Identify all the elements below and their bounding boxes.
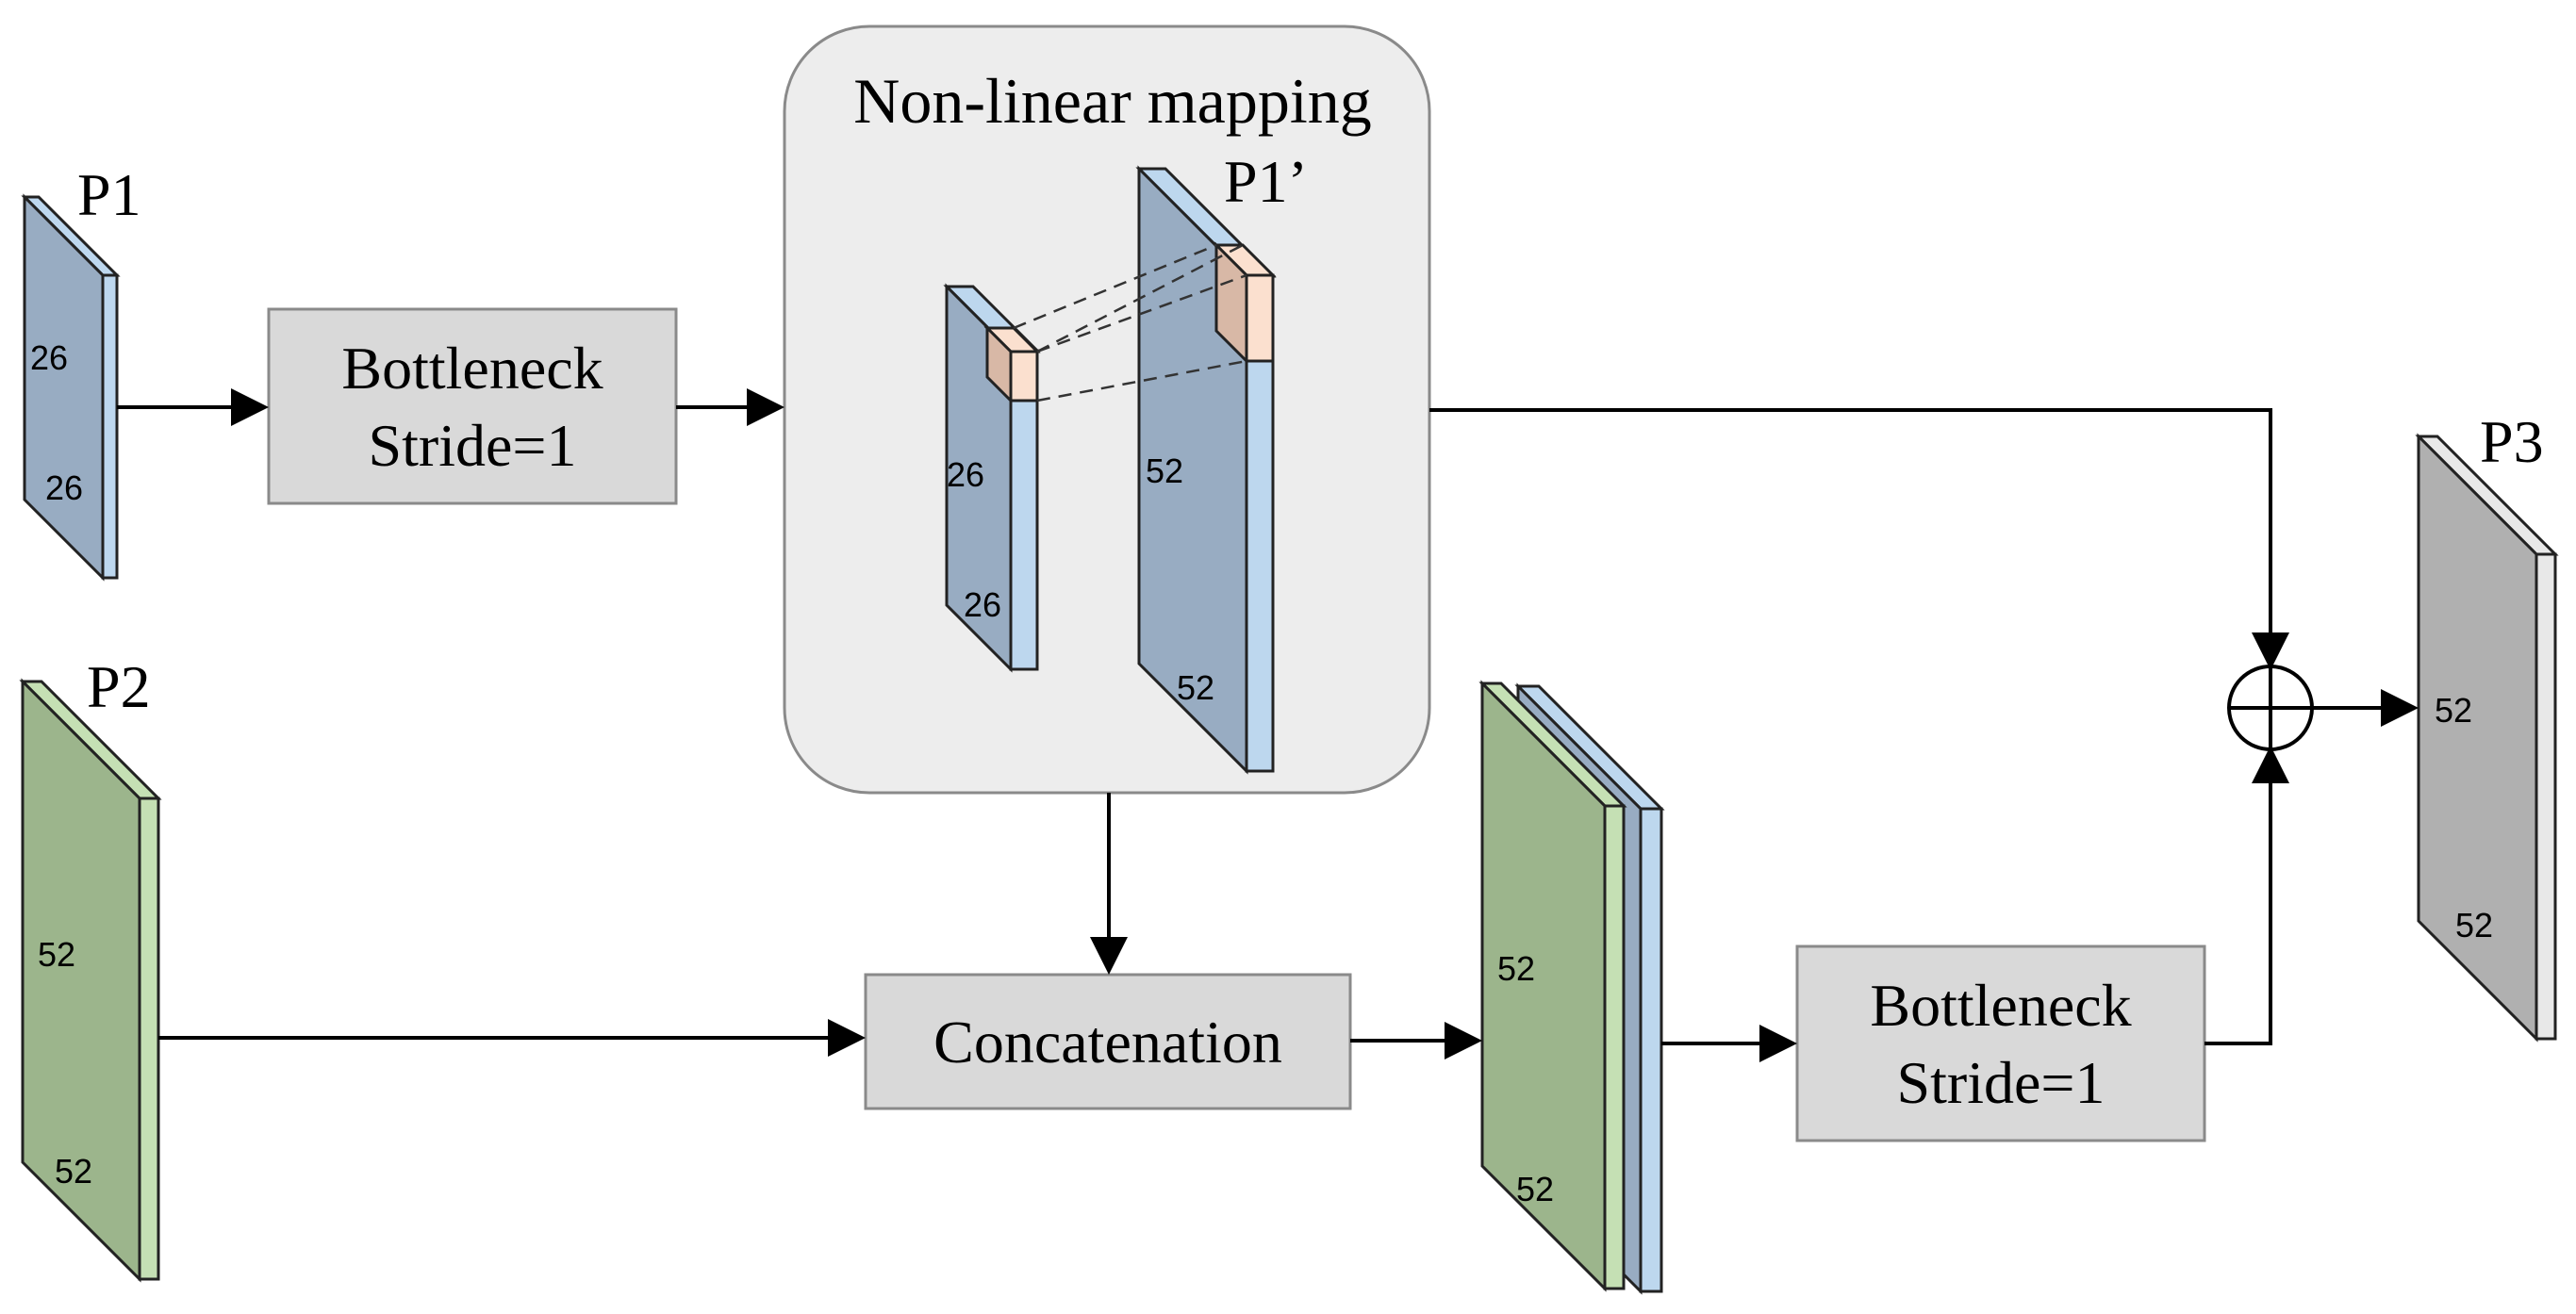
p3-face: [2417, 433, 2538, 1043]
elementwise-sum-icon: [2227, 665, 2314, 751]
nonlinear-mapping-title: Non-linear mapping: [853, 65, 1372, 137]
concat-dim-w: 52: [1516, 1170, 1554, 1208]
p1-face: [23, 193, 105, 582]
p1-dim-w: 26: [45, 468, 83, 507]
concat-dim-h: 52: [1497, 949, 1535, 988]
p1-prime-dim-w: 52: [1177, 668, 1214, 707]
p1-label: P1: [77, 161, 141, 228]
inner-small-kernel-cube: [983, 324, 1041, 404]
feature-map-p3: [2415, 433, 2559, 1043]
bottleneck-bottom-line2: Stride=1: [1897, 1049, 2105, 1116]
p3-dim-w: 52: [2455, 906, 2493, 944]
bottleneck-top-block: Bottleneck Stride=1: [267, 307, 678, 505]
p1-prime-label: P1’: [1224, 148, 1308, 215]
feature-map-p2: [19, 678, 162, 1283]
p3-dim-h: 52: [2435, 691, 2472, 730]
large-cube-side: [1245, 273, 1275, 363]
concatenation-block: Concatenation: [864, 973, 1352, 1110]
bottleneck-bottom-line1: Bottleneck: [1870, 972, 2131, 1039]
concat-green-side: [1603, 804, 1626, 1290]
arrow-mapping-to-sum: [1429, 408, 2289, 670]
bottleneck-bottom-block: Bottleneck Stride=1: [1795, 944, 2206, 1142]
projection-line-3: [1036, 273, 1247, 353]
p2-label: P2: [87, 653, 151, 720]
p1-prime-dim-h: 52: [1146, 452, 1183, 490]
projection-line-1: [1013, 243, 1217, 330]
concatenation-label: Concatenation: [933, 1009, 1282, 1076]
p3-side: [2535, 552, 2557, 1041]
feature-map-concat-green: [1478, 680, 1627, 1292]
projection-line-4: [1036, 359, 1247, 402]
small-cube-face: [985, 324, 1013, 404]
p2-side: [138, 797, 160, 1281]
nonlinear-mapping-region: [783, 25, 1431, 795]
p1-side: [101, 273, 119, 580]
p2-dim-h: 52: [38, 935, 75, 974]
p1-prime-kernel-cube: [1213, 241, 1277, 365]
large-cube-face: [1214, 241, 1248, 365]
bottleneck-top-line2: Stride=1: [369, 412, 577, 479]
inner-small-dim-h: 26: [947, 455, 984, 494]
bottleneck-top-line1: Bottleneck: [341, 335, 603, 402]
small-cube-side: [1009, 350, 1039, 402]
p3-label: P3: [2480, 408, 2544, 475]
p2-dim-w: 52: [55, 1152, 92, 1191]
arrow-bottleneck-to-sum: [2204, 746, 2289, 1045]
p1-dim-h: 26: [30, 338, 68, 377]
concat-blue-side: [1639, 807, 1663, 1293]
feature-map-p1: [21, 193, 121, 582]
inner-small-dim-w: 26: [964, 585, 1001, 624]
p2-face: [21, 678, 141, 1283]
concat-green-face: [1480, 680, 1607, 1292]
projection-line-2: [1036, 243, 1244, 353]
